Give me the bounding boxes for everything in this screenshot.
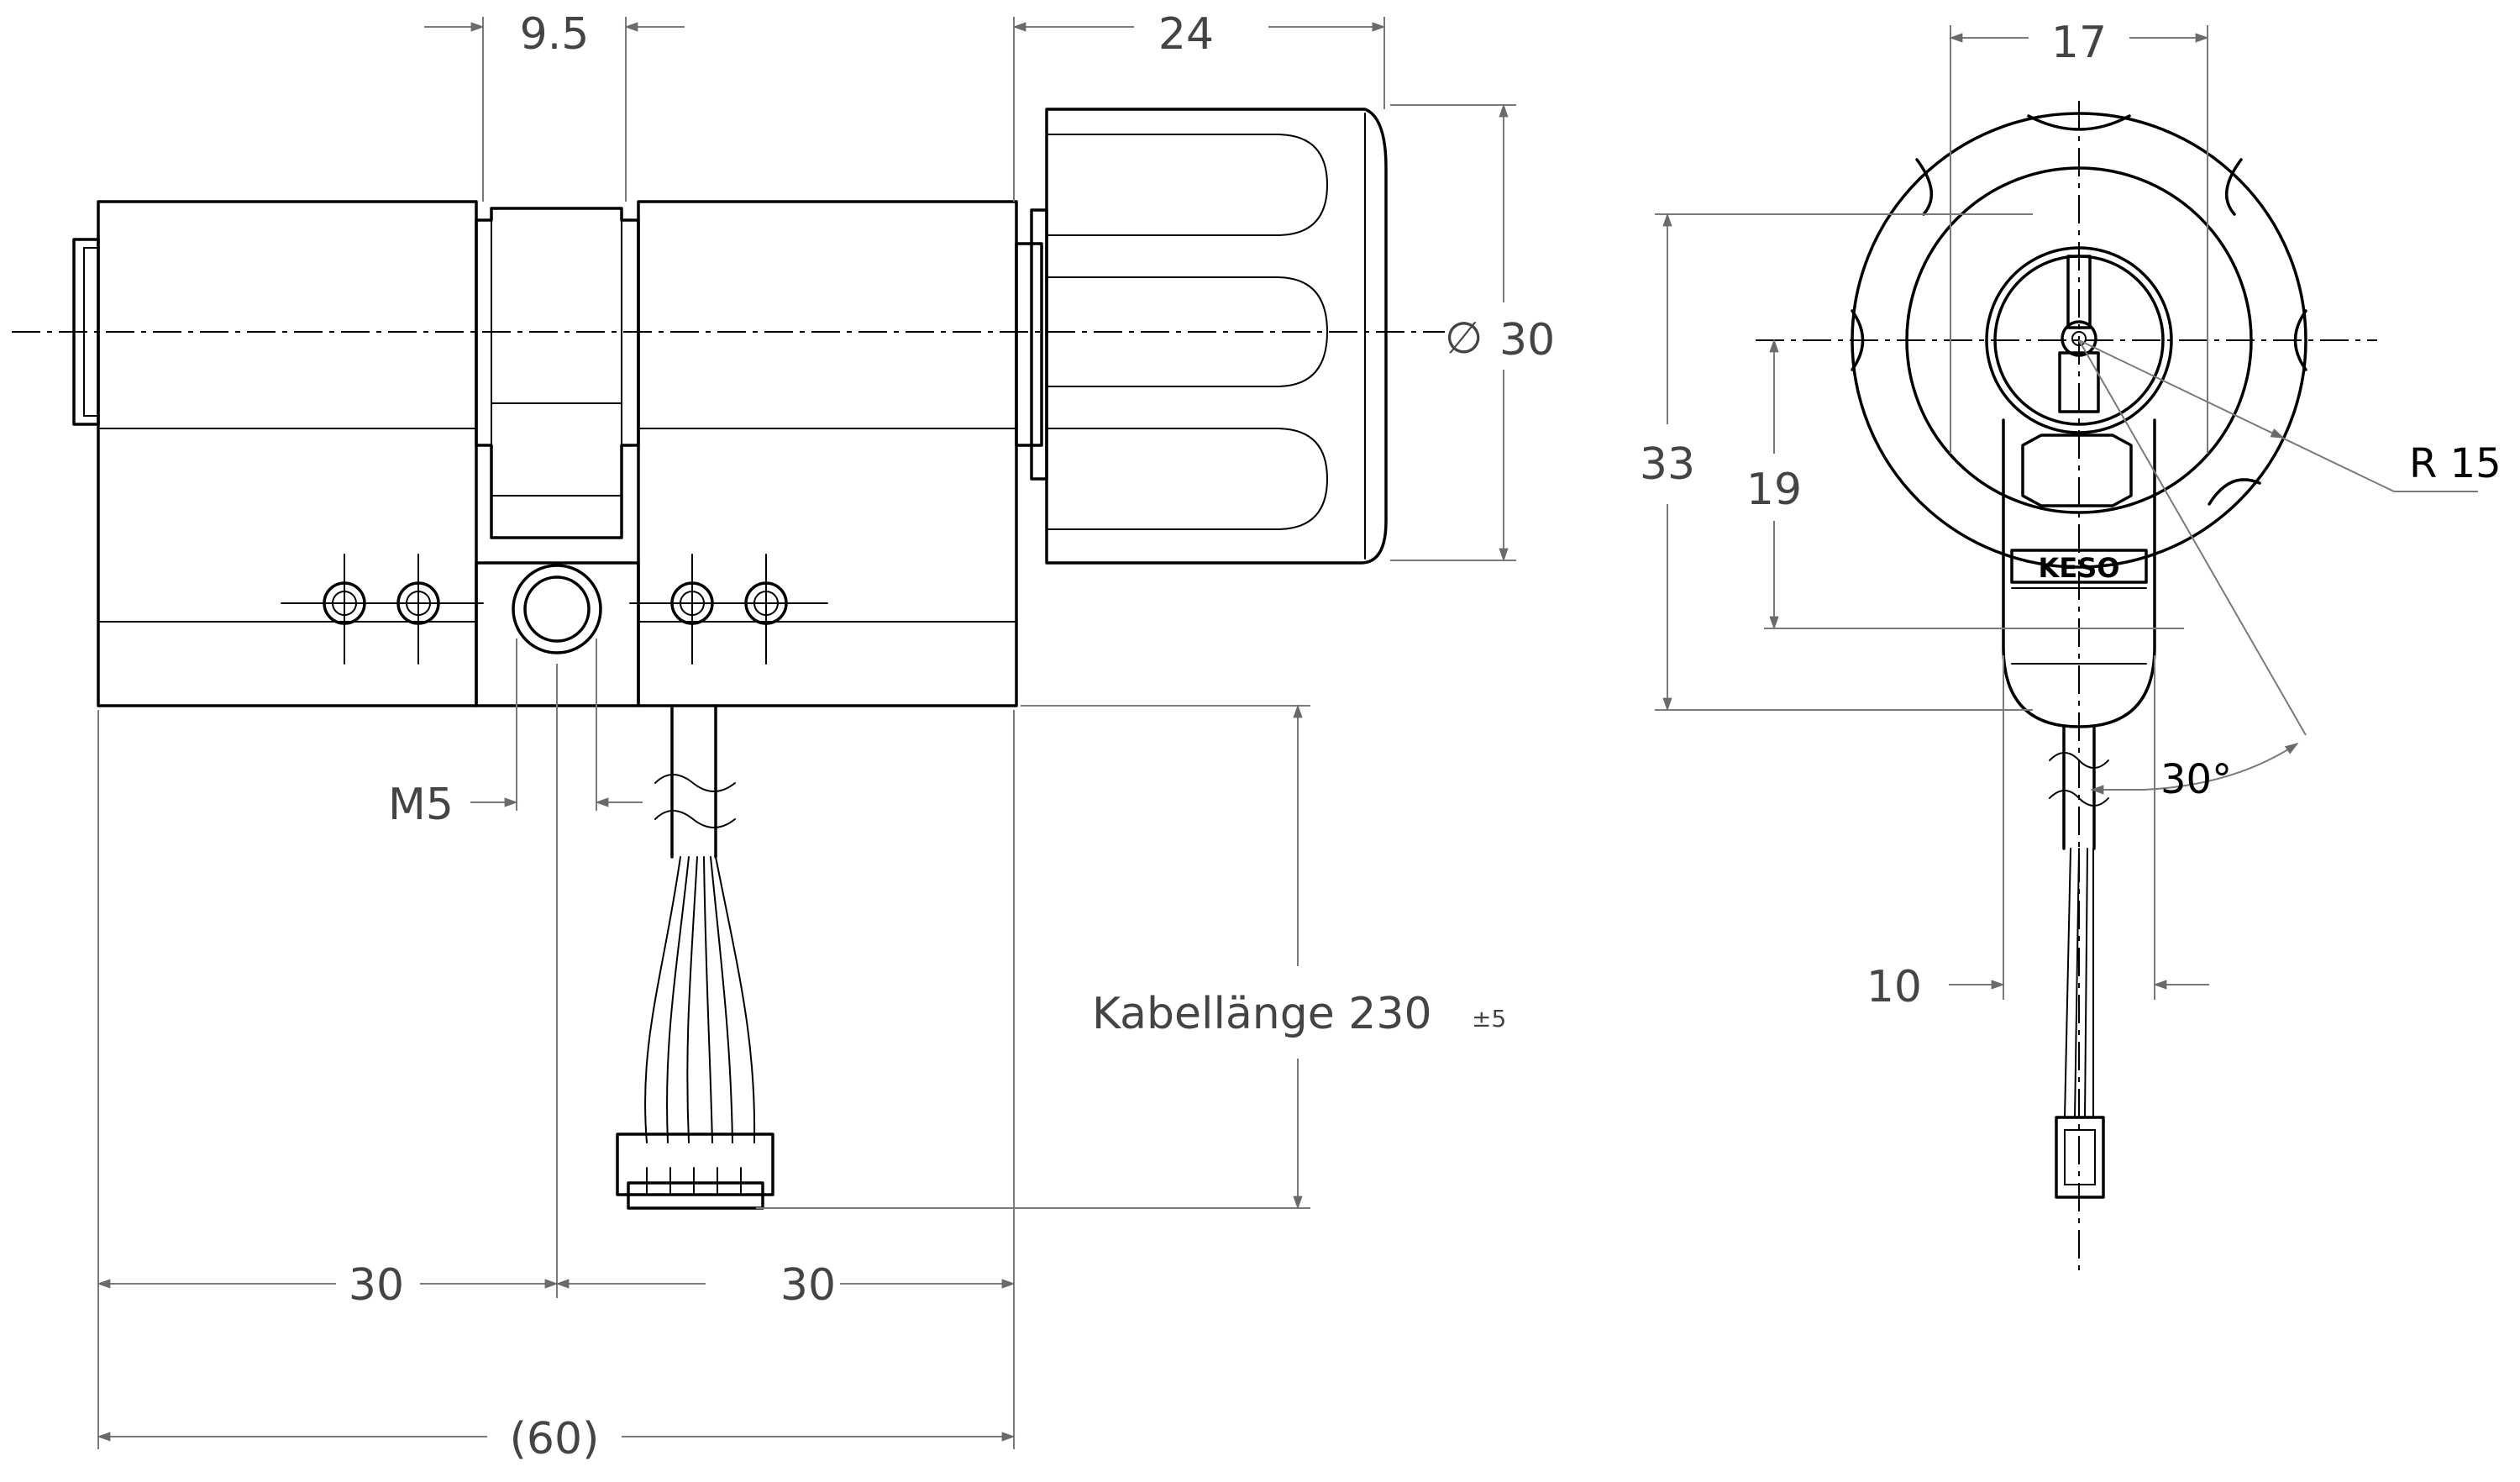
cable-assembly xyxy=(616,704,774,1210)
label-24: 24 xyxy=(1158,9,1214,60)
label-cable-length: Kabellänge 230 xyxy=(1092,989,1432,1039)
dim-knob-length: 24 xyxy=(1012,9,1386,202)
dim-angle: 30° xyxy=(2078,339,2307,803)
knob xyxy=(1045,108,1388,565)
profile-housing: KESO xyxy=(2002,418,2156,728)
label-m5: M5 xyxy=(388,780,454,830)
label-33: 33 xyxy=(1640,439,1695,490)
label-30-diameter: 30 xyxy=(1499,315,1555,365)
dim-height-axis: 19 xyxy=(1746,339,2184,630)
screw-holes xyxy=(281,554,828,665)
dim-thread: M5 xyxy=(388,639,643,830)
dim-radius: R 15 xyxy=(2078,339,2502,492)
label-30-degrees: 30° xyxy=(2160,756,2232,803)
dim-bottom-width: 10 xyxy=(1866,655,2209,1012)
label-30-right: 30 xyxy=(780,1260,836,1311)
key-insert xyxy=(2021,255,2133,507)
dim-cable-length: Kabellänge 230 ±5 xyxy=(756,704,1506,1210)
front-cable xyxy=(2049,725,2109,1199)
label-r15: R 15 xyxy=(2409,440,2502,487)
front-view: KESO 17 33 xyxy=(1640,18,2502,1277)
right-cylinder-body xyxy=(637,200,1048,707)
label-9-5: 9.5 xyxy=(520,9,590,60)
dim-knob-diameter: ∅ 30 xyxy=(1390,103,1555,562)
diameter-symbol: ∅ xyxy=(1445,313,1483,364)
label-17: 17 xyxy=(2051,18,2107,68)
label-30-left: 30 xyxy=(349,1260,404,1311)
left-cylinder-body xyxy=(72,200,478,707)
label-19: 19 xyxy=(1746,465,1802,515)
side-view: 9.5 24 ∅ 30 M5 xyxy=(12,9,1555,1464)
dim-lengths: 30 30 (60) xyxy=(97,664,1016,1464)
cam-segment xyxy=(475,207,640,707)
dim-height-total: 33 xyxy=(1640,213,2033,712)
dim-width-top: 17 xyxy=(1949,18,2209,454)
dim-segment-width: 9.5 xyxy=(424,9,685,202)
label-60-total: (60) xyxy=(510,1414,600,1464)
brand-logo: KESO xyxy=(2039,552,2120,584)
label-cable-tolerance: ±5 xyxy=(1472,1005,1506,1033)
label-10: 10 xyxy=(1866,962,1922,1012)
